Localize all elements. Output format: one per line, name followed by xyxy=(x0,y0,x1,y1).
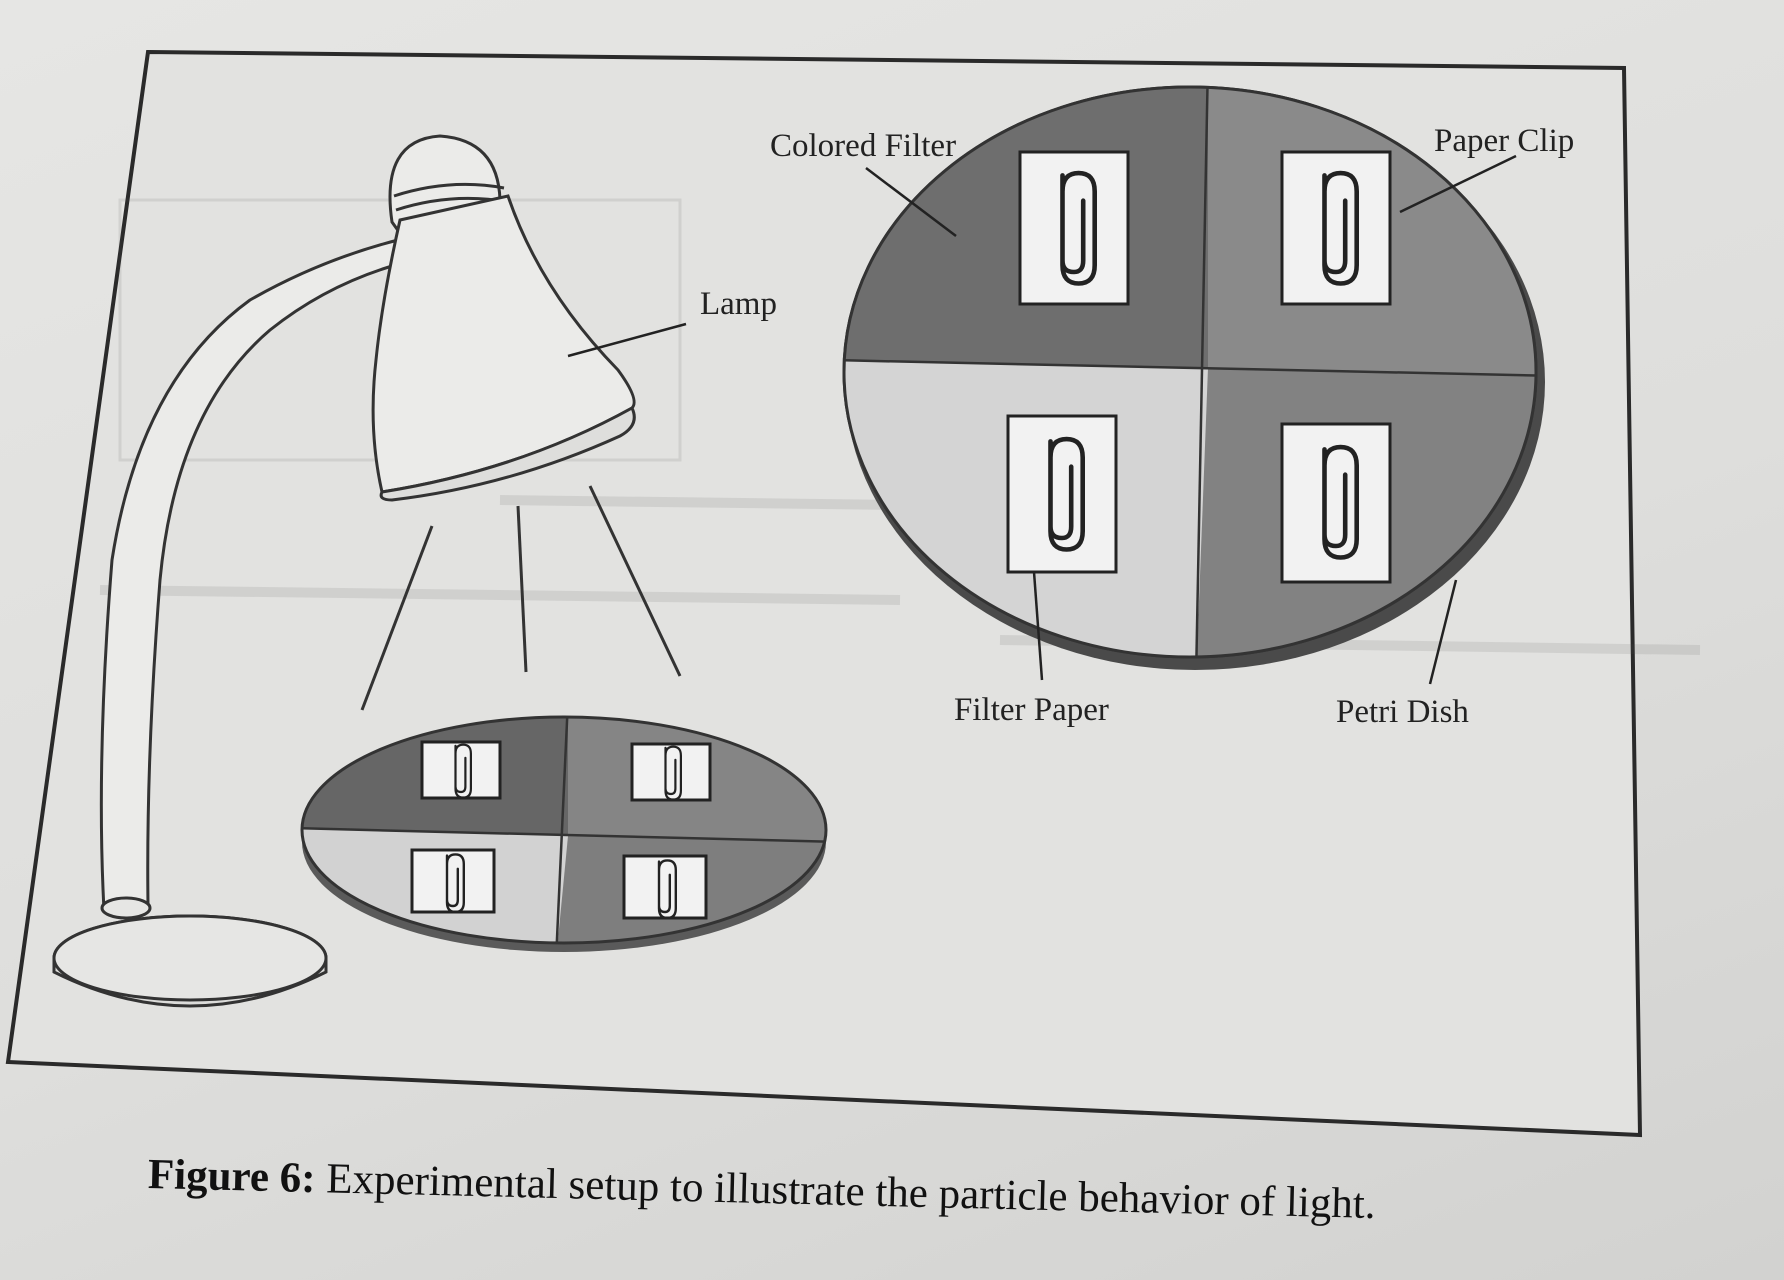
colored-filter-label: Colored Filter xyxy=(770,128,957,164)
paper-clip-icon xyxy=(622,854,708,920)
colored-filter-leader xyxy=(865,167,957,237)
paper-clip-icon xyxy=(1018,150,1130,306)
paper-clip-icon xyxy=(1280,422,1392,584)
figure-caption-label: Figure 6: xyxy=(147,1151,317,1203)
filter-paper-leader xyxy=(1032,571,1044,681)
paper-clip-icon xyxy=(420,740,502,800)
paper-clip-icon xyxy=(1280,150,1392,306)
paper-clip-label: Paper Clip xyxy=(1434,123,1575,159)
paper-clip-icon xyxy=(630,742,712,802)
filter-paper-label: Filter Paper xyxy=(954,692,1109,728)
leader-lines xyxy=(567,154,1517,685)
petri-dish-label: Petri Dish xyxy=(1336,694,1469,730)
petri-dish-leader xyxy=(1428,579,1458,685)
lamp-icon xyxy=(52,134,636,1008)
lamp-leader xyxy=(567,322,687,358)
paper-clip-icon xyxy=(1006,414,1118,574)
large-petri-dish xyxy=(842,85,1545,670)
lamp-label: Lamp xyxy=(700,286,777,322)
paper-clip-icon xyxy=(410,848,496,914)
paper-clip-leader xyxy=(1399,154,1517,214)
light-rays xyxy=(360,485,682,711)
